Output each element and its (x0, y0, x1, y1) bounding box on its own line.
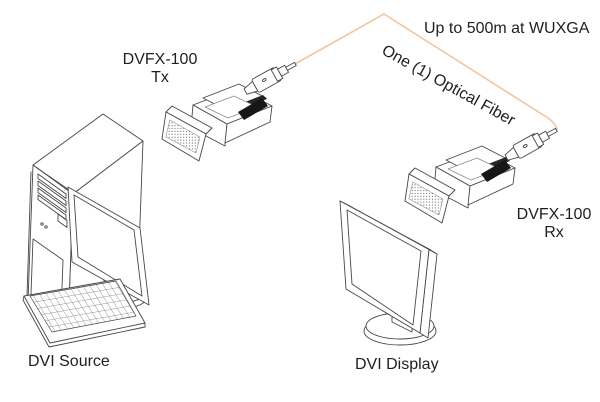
display-monitor (339, 200, 438, 346)
optical-fiber-cable (294, 13, 558, 130)
tx-fiber-connector (241, 56, 300, 99)
rx-label: DVFX-100 Rx (502, 206, 600, 242)
rx-module (404, 145, 516, 224)
rx-model-text: DVFX-100 (516, 206, 592, 223)
source-label: DVI Source (28, 353, 110, 370)
fiber-capacity-label: Up to 500m at WUXGA (424, 20, 590, 37)
tx-module (161, 83, 273, 162)
display-label: DVI Display (355, 356, 439, 373)
tx-port-text: Tx (151, 69, 169, 86)
rx-fiber-connector (502, 122, 561, 165)
keyboard (22, 278, 146, 348)
tx-model-text: DVFX-100 (122, 51, 198, 68)
rx-port-text: Rx (544, 224, 564, 241)
tx-label: DVFX-100 Tx (106, 51, 214, 87)
